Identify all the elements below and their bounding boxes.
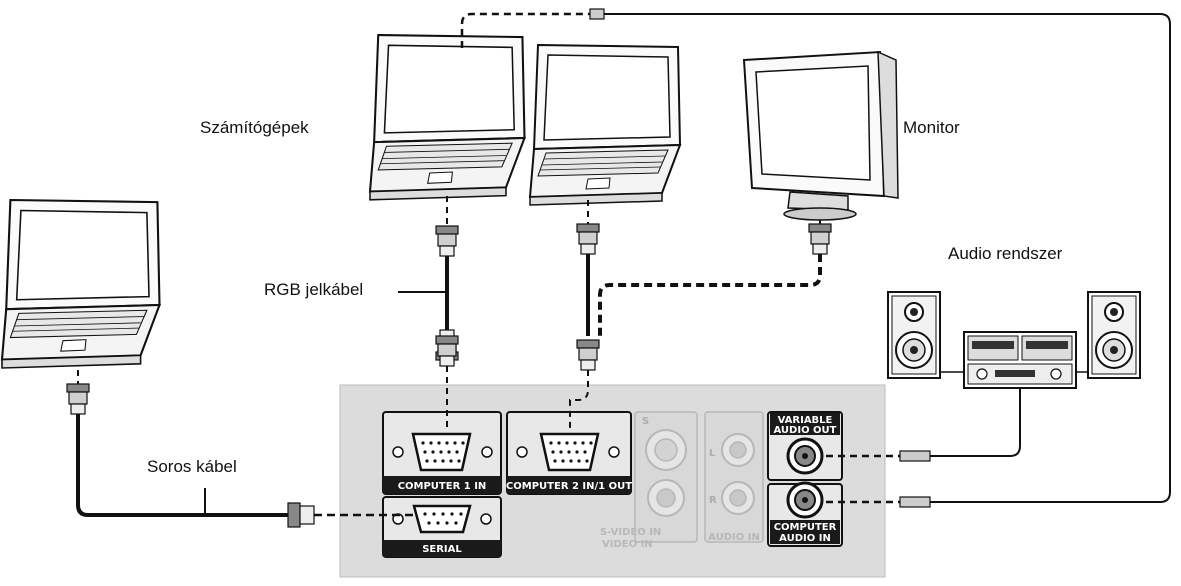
laptop-1: [368, 33, 526, 201]
audio-system-device: [887, 291, 1141, 389]
rgb-cable-label: RGB jelkábel: [264, 280, 364, 299]
serial-cable-label: Soros kábel: [147, 457, 237, 476]
s-mark-label: S: [642, 416, 649, 427]
variable-label: VARIABLE: [778, 415, 833, 426]
computer-label: COMPUTER: [774, 522, 837, 533]
s-video-in-label: S-VIDEO IN: [600, 527, 661, 538]
audio-in-label: AUDIO IN: [708, 532, 760, 543]
monitor-device: [742, 50, 899, 221]
cables: [66, 8, 1171, 528]
computer-1-in-label: COMPUTER 1 IN: [398, 481, 487, 492]
projector-connector-panel: COMPUTER 1 IN COMPUTER 2 IN/1 OUT SERIAL…: [339, 384, 886, 578]
l-mark-label: L: [709, 448, 716, 459]
audio-system-label: Audio rendszer: [948, 244, 1063, 263]
computer-audio-in-label: AUDIO IN: [779, 533, 831, 544]
monitor-label: Monitor: [903, 118, 960, 137]
computers-label: Számítógépek: [200, 118, 309, 137]
r-mark-label: R: [709, 495, 717, 506]
video-in-label: VIDEO IN: [602, 539, 653, 550]
laptop-left: [0, 198, 161, 370]
laptop-2: [529, 44, 681, 206]
serial-port-label: SERIAL: [422, 544, 462, 555]
audio-out-label: AUDIO OUT: [774, 425, 837, 436]
computer-2-in-1-out-label: COMPUTER 2 IN/1 OUT: [506, 481, 632, 492]
